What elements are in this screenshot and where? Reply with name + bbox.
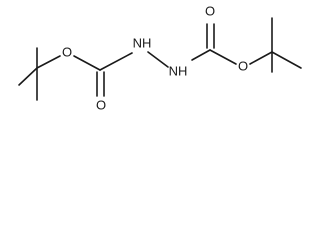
carbamate-left bbox=[73, 52, 133, 97]
atom-oxygen-ester-left: O bbox=[62, 44, 72, 59]
atom-oxygen-carbonyl-left: O bbox=[96, 97, 106, 112]
atom-nitrogen-right: NH bbox=[169, 63, 188, 78]
bond-nitrogen-to-carbonyl-right bbox=[191, 49, 211, 61]
bond-carbonyl-to-oxygen-right bbox=[209, 49, 237, 65]
tert-butyl-right bbox=[249, 17, 302, 73]
bond-tbu-right-methyl-right bbox=[271, 51, 302, 69]
bond-tbu-left-to-oxygen bbox=[36, 55, 61, 69]
bond-oxygen-to-tbu-right bbox=[249, 51, 273, 65]
structure-diagram: O O NH NH O O bbox=[18, 3, 302, 112]
atom-oxygen-carbonyl-right: O bbox=[205, 3, 215, 18]
atom-oxygen-ester-right: O bbox=[238, 58, 248, 73]
atom-nitrogen-left: NH bbox=[133, 35, 152, 50]
tert-butyl-left bbox=[18, 47, 61, 101]
bond-tbu-left-methyl-left bbox=[18, 67, 38, 86]
bond-oxygen-to-carbonyl-left bbox=[73, 55, 101, 71]
bond-carbonyl-to-nitrogen-left bbox=[99, 52, 133, 71]
carbamate-right bbox=[191, 23, 237, 65]
bond-nitrogen-nitrogen bbox=[147, 51, 169, 68]
